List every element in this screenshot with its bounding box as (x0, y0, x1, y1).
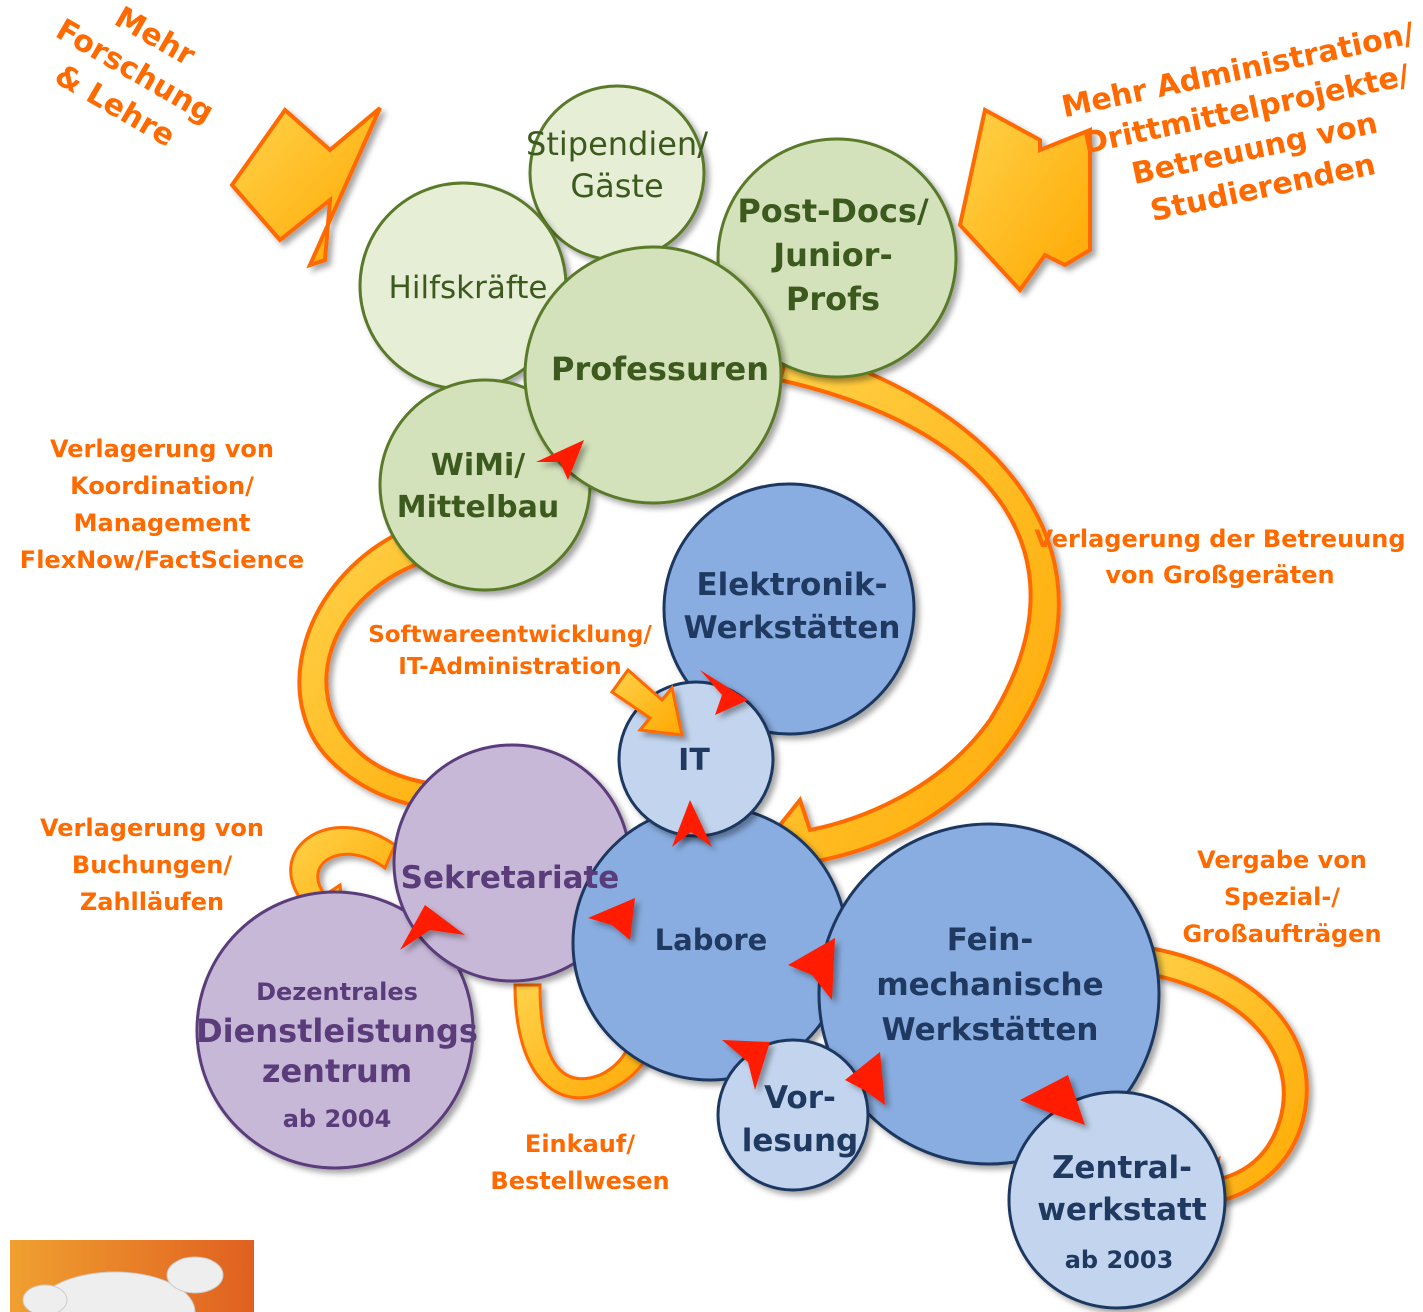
red-arrow-icon (788, 938, 835, 1000)
vorlesung-label: Vor-lesung (742, 1080, 858, 1159)
red-arrow-icon (672, 800, 712, 847)
postdocs-label: Post-Docs/Junior-Profs (737, 192, 929, 318)
elektronik-label: Elektronik-Werkstätten (684, 567, 901, 646)
red-arrow-icon (1020, 1075, 1085, 1125)
circle-postdocs (716, 137, 958, 379)
red-arrow-icon (588, 898, 635, 940)
dezentral-year-label: ab 2004 (283, 1105, 392, 1133)
labore-label: Labore (655, 923, 768, 957)
software-block-arrow (609, 667, 684, 737)
circle-dezentral (195, 890, 475, 1170)
red-arrow-icon (845, 1052, 885, 1105)
circle-zentralwerkstatt (1007, 1090, 1227, 1310)
professuren-label: Professuren (551, 350, 769, 388)
stipendien-label: Stipendien/Gäste (526, 125, 708, 205)
circle-feinmechanik (817, 822, 1161, 1166)
it-label: IT (678, 743, 710, 778)
red-arrow-icon (536, 440, 584, 480)
circle-elektronik (662, 482, 916, 736)
zentral-year-label: ab 2003 (1065, 1246, 1174, 1274)
hilfskraefte-label: Hilfskräfte (389, 270, 548, 306)
red-arrow-icon (400, 905, 465, 950)
logo-icon (10, 1240, 254, 1312)
sekretariate-label: Sekretariate (401, 860, 620, 896)
mehr-admin-label: Mehr Administration/Drittmittelprojekte/… (1059, 16, 1423, 242)
mehr-forschung-label: MehrForschung& Lehre (30, 0, 240, 165)
administration-block-arrow (957, 106, 1092, 294)
einkauf-label: Einkauf/Bestellwesen (490, 1130, 669, 1195)
software-label: Softwareentwicklung/IT-Administration (368, 622, 652, 680)
forschung-block-arrow (229, 106, 382, 269)
wimi-label: WiMi/Mittelbau (397, 448, 560, 525)
zentral-main-label: Zentral-werkstatt (1037, 1150, 1207, 1228)
red-arrow-icon (722, 1040, 770, 1090)
red-arrows (400, 440, 1085, 1125)
red-arrow-icon (700, 670, 748, 715)
dezentral-title-label: Dezentrales (256, 978, 418, 1006)
circle-professuren (523, 245, 783, 505)
